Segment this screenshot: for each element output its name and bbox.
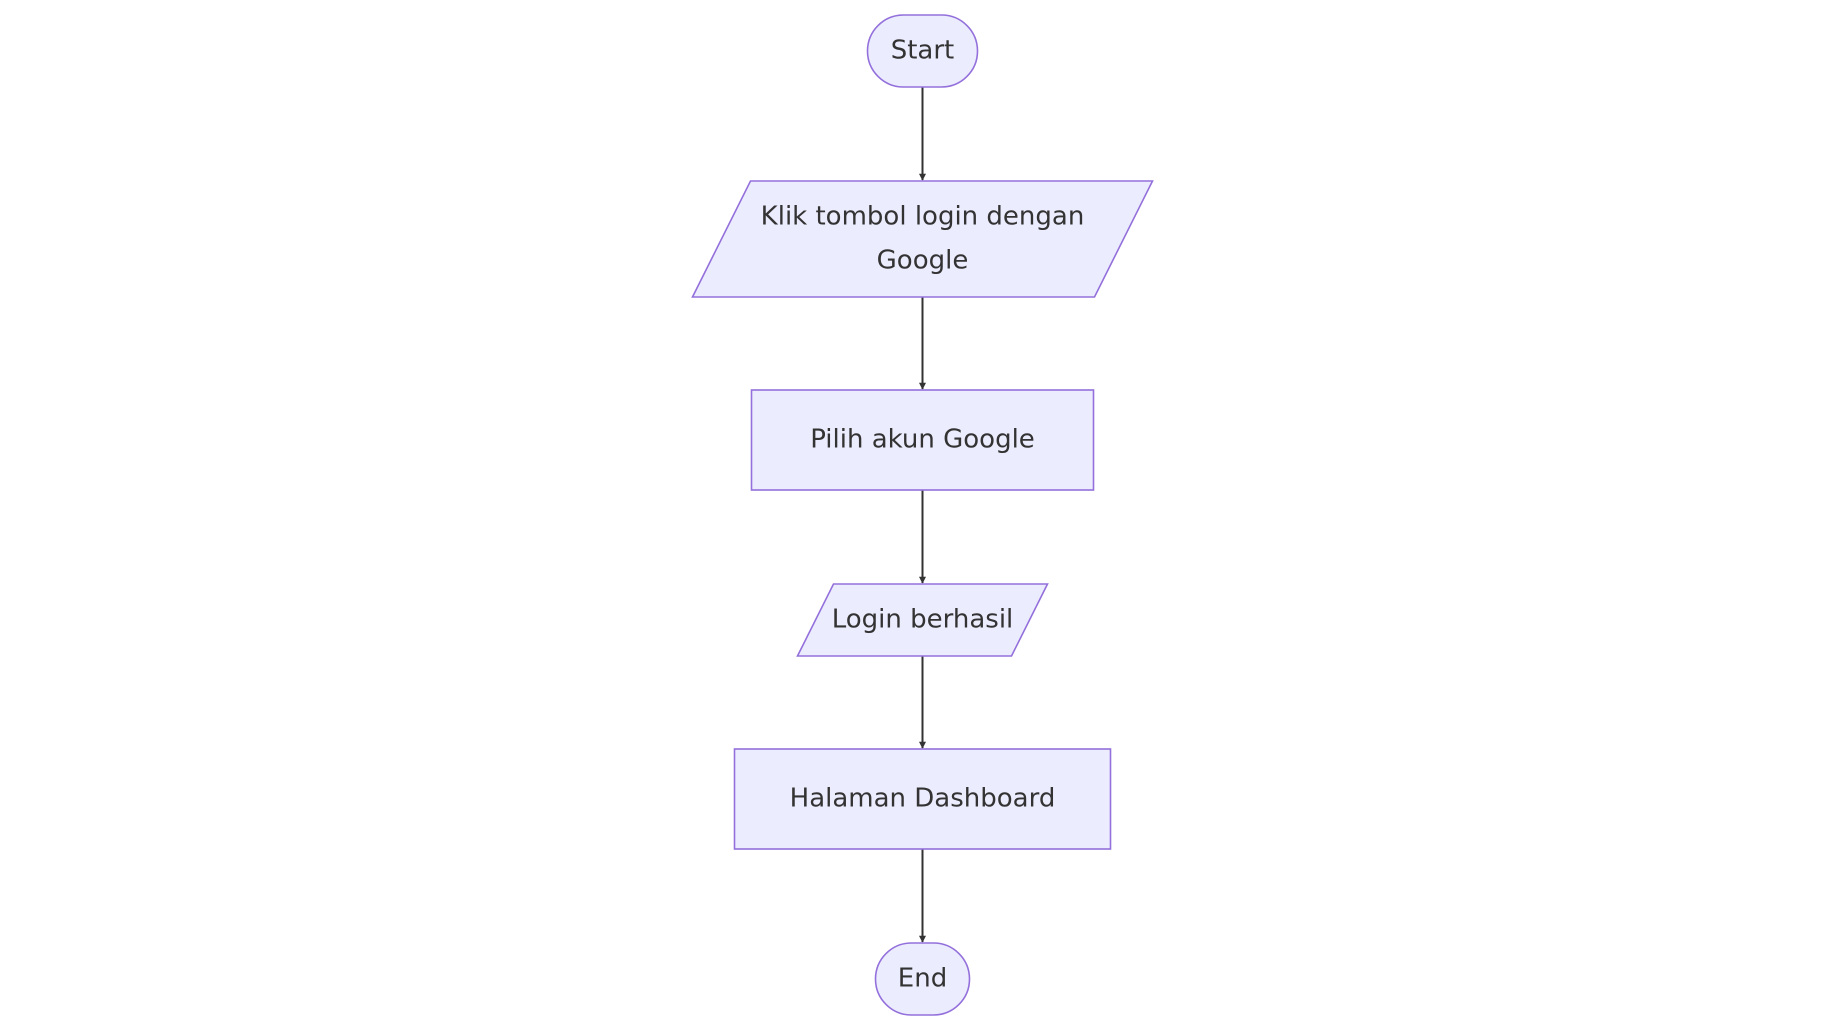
node-login-success-label-line-1: Login berhasil [832, 605, 1014, 635]
node-start: Start [866, 14, 979, 88]
node-login-success-shape [796, 583, 1049, 657]
node-end-shape [874, 942, 971, 1016]
node-choose-account: Pilih akun Google [750, 389, 1095, 491]
node-click-login-label-line-1: Klik tombol login dengan [761, 202, 1085, 232]
node-choose-account-shape [750, 389, 1095, 491]
node-click-login-label-line-2: Google [877, 246, 969, 276]
node-login-success: Login berhasil [796, 583, 1049, 657]
node-end-label-line-1: End [898, 964, 947, 994]
node-choose-account-label-line-1: Pilih akun Google [810, 425, 1035, 455]
node-dashboard-label-line-1: Halaman Dashboard [790, 784, 1056, 814]
node-end: End [874, 942, 971, 1016]
node-start-label-line-1: Start [891, 36, 955, 66]
node-click-login-shape [691, 180, 1154, 298]
node-start-shape [866, 14, 979, 88]
node-dashboard: Halaman Dashboard [733, 748, 1112, 850]
node-dashboard-shape [733, 748, 1112, 850]
